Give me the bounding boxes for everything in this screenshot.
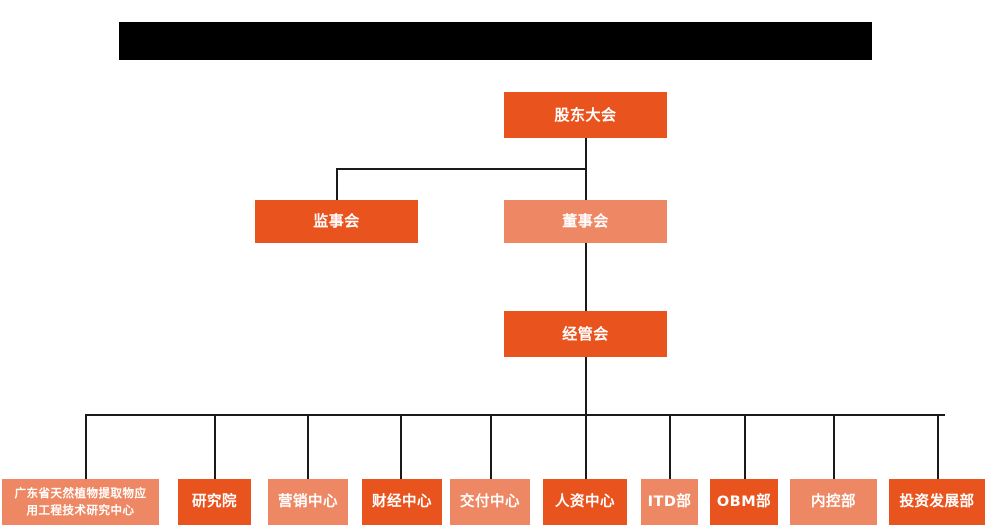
node-itd-department[interactable]: ITD部	[641, 479, 698, 525]
connector-directors-to-management	[585, 243, 587, 311]
connector-management-to-bus	[585, 357, 587, 416]
connector-drop-internal-control-department	[833, 414, 835, 479]
node-internal-control-department[interactable]: 内控部	[790, 479, 877, 525]
node-internal-control-department-label: 内控部	[811, 493, 856, 510]
connector-drop-gd-research-center	[85, 414, 87, 479]
connector-shareholders-horizontal	[336, 168, 587, 170]
node-research-institute[interactable]: 研究院	[178, 479, 251, 525]
node-shareholders-label: 股东大会	[554, 105, 617, 124]
connector-drop-marketing-center	[307, 414, 309, 479]
connector-shareholders-down	[585, 138, 587, 169]
node-hr-center-label: 人资中心	[555, 493, 615, 510]
connector-drop-itd-department	[669, 414, 671, 479]
node-delivery-center[interactable]: 交付中心	[450, 479, 530, 525]
connector-to-supervisors	[336, 168, 338, 200]
connector-drop-finance-center	[400, 414, 402, 479]
node-investment-development-department-label: 投资发展部	[899, 493, 975, 510]
node-obm-department[interactable]: OBM部	[710, 479, 778, 525]
node-marketing-center-label: 营销中心	[278, 493, 338, 510]
connector-drop-delivery-center	[490, 414, 492, 479]
node-directors-label: 董事会	[562, 212, 609, 231]
node-research-institute-label: 研究院	[192, 493, 237, 510]
node-supervisors-label: 监事会	[313, 212, 360, 231]
node-hr-center[interactable]: 人资中心	[543, 479, 627, 525]
connector-to-directors	[585, 168, 587, 200]
node-obm-department-label: OBM部	[716, 493, 772, 510]
connector-drop-hr-center	[585, 414, 587, 479]
connector-drop-research-institute	[214, 414, 216, 479]
node-gd-research-center[interactable]: 广东省天然植物提取物应 用工程技术研究中心	[2, 479, 159, 525]
connector-drop-investment-development-department	[937, 414, 939, 479]
node-finance-center-label: 财经中心	[372, 493, 432, 510]
node-delivery-center-label: 交付中心	[460, 493, 520, 510]
node-investment-development-department[interactable]: 投资发展部	[889, 479, 985, 525]
node-management-committee[interactable]: 经管会	[504, 311, 667, 357]
node-gd-research-center-label: 广东省天然植物提取物应 用工程技术研究中心	[14, 486, 147, 517]
connector-department-bus	[85, 414, 945, 416]
node-supervisors[interactable]: 监事会	[255, 200, 418, 243]
connector-drop-obm-department	[744, 414, 746, 479]
node-itd-department-label: ITD部	[647, 493, 692, 510]
node-shareholders[interactable]: 股东大会	[504, 92, 667, 138]
node-finance-center[interactable]: 财经中心	[362, 479, 442, 525]
node-management-committee-label: 经管会	[562, 324, 609, 343]
node-directors[interactable]: 董事会	[504, 200, 667, 243]
redacted-title-banner	[119, 22, 872, 60]
node-marketing-center[interactable]: 营销中心	[268, 479, 348, 525]
